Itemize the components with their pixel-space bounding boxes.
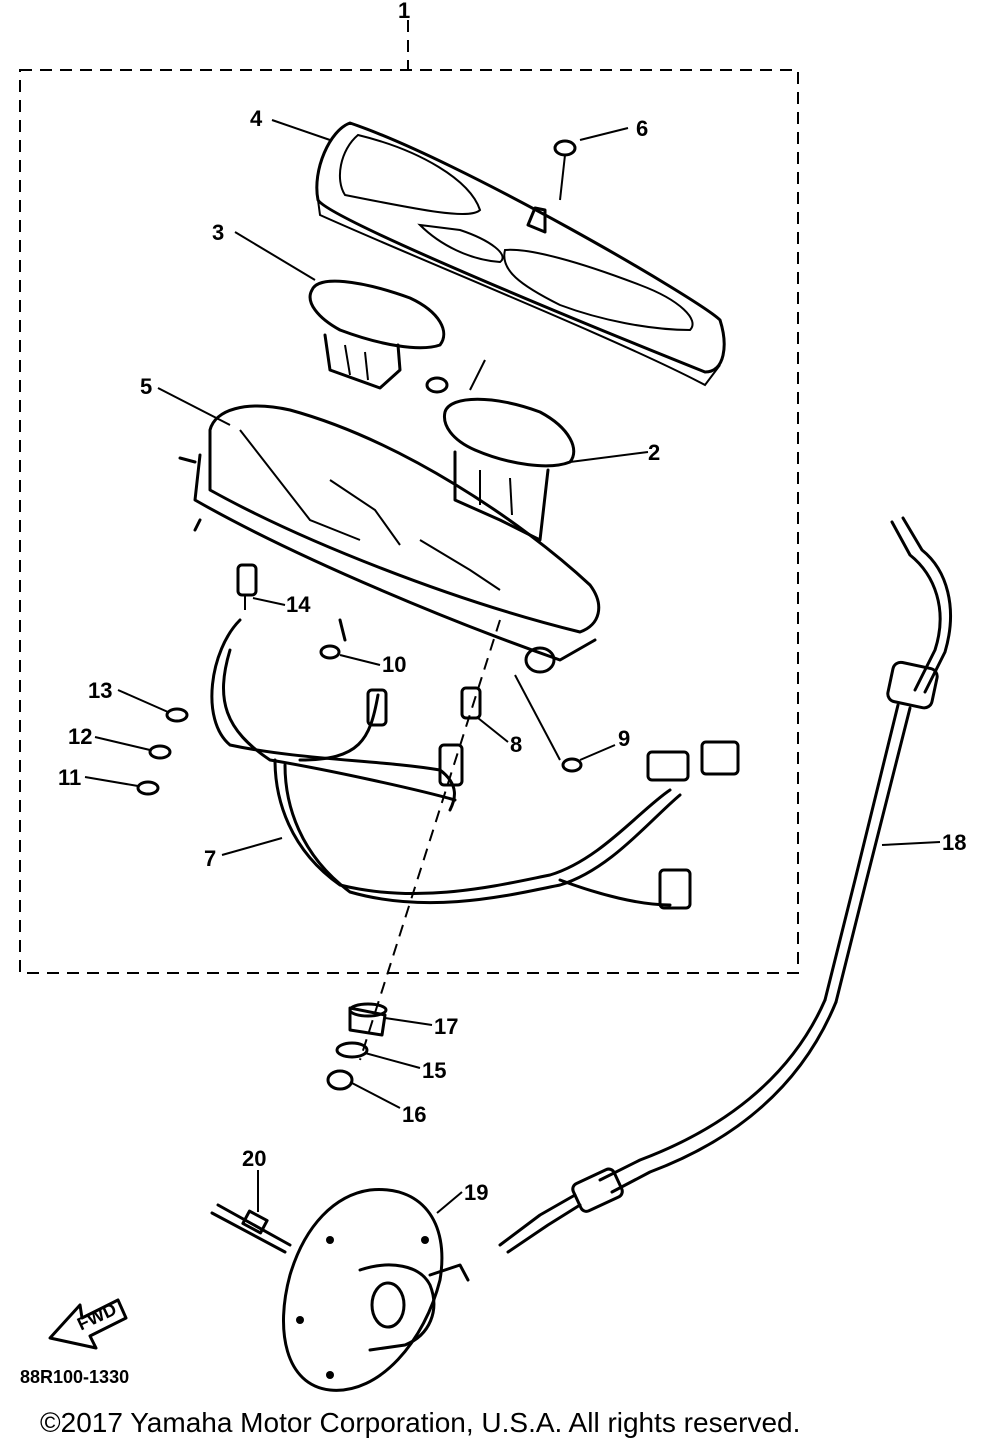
leader-lines bbox=[84, 119, 941, 1214]
callout-10: 10 bbox=[382, 652, 406, 677]
part-9-screw bbox=[514, 674, 583, 773]
callout-14: 14 bbox=[286, 592, 311, 617]
part-20-bolt bbox=[210, 1203, 292, 1254]
callout-12: 12 bbox=[68, 724, 92, 749]
callout-6: 6 bbox=[636, 116, 648, 141]
part-17-grommet bbox=[348, 1002, 388, 1037]
callout-19: 19 bbox=[464, 1180, 488, 1205]
part-8-bulb-socket bbox=[460, 686, 482, 720]
part-13-bulb bbox=[165, 707, 189, 723]
part-5-meter-case bbox=[178, 404, 601, 674]
callout-17: 17 bbox=[434, 1014, 458, 1039]
copyright-notice: ©2017 Yamaha Motor Corporation, U.S.A. A… bbox=[40, 1407, 800, 1438]
part-15-washer bbox=[335, 1041, 369, 1059]
part-12-bulb bbox=[148, 744, 172, 760]
callout-5: 5 bbox=[140, 374, 152, 399]
part-11-bulb bbox=[136, 780, 160, 796]
part-10-screw bbox=[319, 618, 347, 660]
callout-15: 15 bbox=[422, 1058, 446, 1083]
callout-9: 9 bbox=[618, 726, 630, 751]
callout-16: 16 bbox=[402, 1102, 426, 1127]
part-3-gauge bbox=[308, 279, 446, 390]
part-14-bulb-socket bbox=[236, 563, 258, 610]
callout-7: 7 bbox=[204, 846, 216, 871]
callout-8: 8 bbox=[510, 732, 522, 757]
fwd-arrow-icon: FWD bbox=[48, 1298, 128, 1350]
part-18-speedometer-cable bbox=[498, 516, 952, 1254]
callouts: 1 2 3 4 5 6 7 8 9 10 11 12 13 14 15 16 1… bbox=[58, 0, 966, 1205]
part-6-screw bbox=[526, 139, 577, 234]
callout-3: 3 bbox=[212, 220, 224, 245]
callout-20: 20 bbox=[242, 1146, 266, 1171]
callout-2: 2 bbox=[648, 440, 660, 465]
diagram-code: 88R100-1330 bbox=[20, 1367, 129, 1387]
callout-4: 4 bbox=[250, 106, 263, 131]
assembly-boundary bbox=[19, 20, 799, 974]
callout-1: 1 bbox=[398, 0, 410, 23]
part-7-wire-harness bbox=[210, 618, 740, 910]
callout-11: 11 bbox=[58, 765, 81, 790]
callout-18: 18 bbox=[942, 830, 966, 855]
part-16-nut bbox=[326, 1069, 354, 1091]
callout-13: 13 bbox=[88, 678, 112, 703]
part-4-meter-cover bbox=[315, 121, 726, 387]
part-19-gear-unit bbox=[282, 1188, 470, 1392]
guide-line bbox=[359, 619, 501, 1061]
